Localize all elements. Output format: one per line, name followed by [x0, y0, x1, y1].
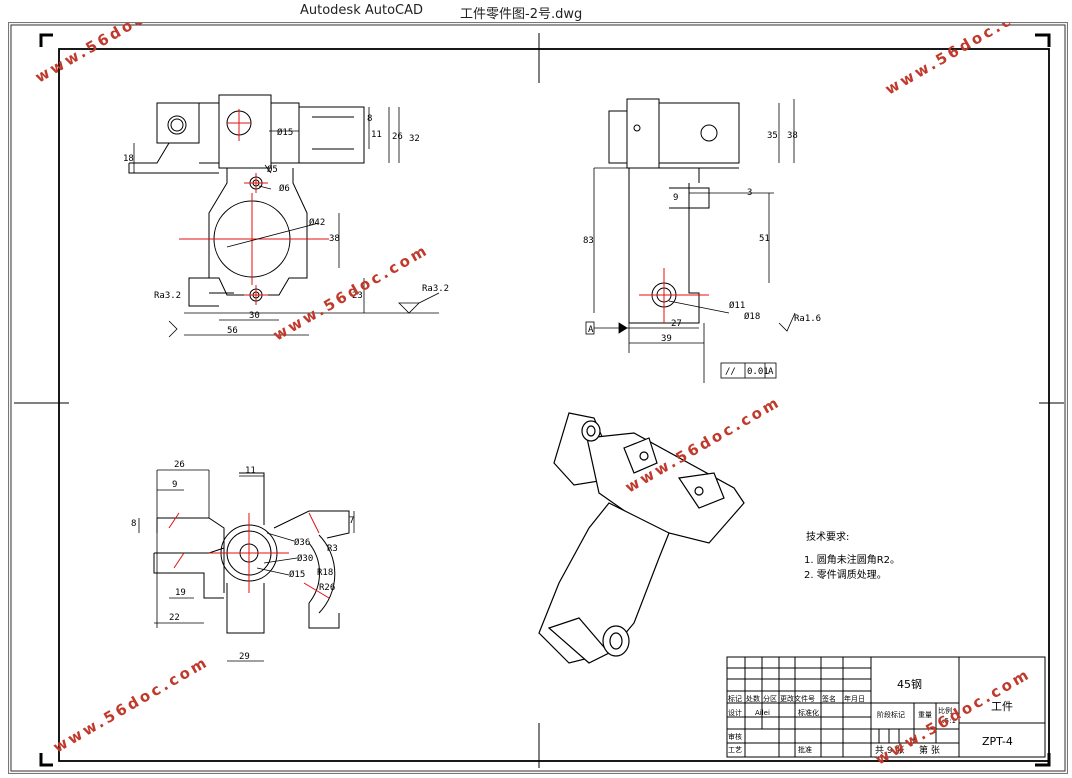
sheet-number: 第 张: [919, 744, 940, 756]
dim-label: Ø36: [294, 537, 310, 548]
dim-label: 32: [409, 134, 420, 144]
dim-label: 38: [787, 131, 798, 141]
side-view-centerlines: [639, 268, 709, 323]
sheet-outer-border: [10, 24, 1066, 772]
dim-label: 18: [123, 154, 134, 164]
dim-label: 22: [169, 613, 180, 623]
dim-label: 29: [239, 652, 250, 662]
front-view-dims: Ø15 8 11 26 32 18 Ø5 Ø6 Ø42 38 23 30 56 …: [123, 114, 449, 336]
sheet-inner-border: [58, 48, 1050, 762]
dim-label: Ø5: [267, 164, 278, 175]
dim-label: 26: [392, 132, 403, 142]
dim-label: Ø42: [309, 217, 325, 228]
dim-label: 11: [245, 466, 256, 476]
isometric-view: [538, 412, 745, 664]
tolerance-value: 0.01: [747, 367, 769, 377]
dim-label: 30: [249, 311, 260, 321]
drawing-viewport[interactable]: Ø15 8 11 26 32 18 Ø5 Ø6 Ø42 38 23 30 56 …: [8, 22, 1068, 774]
corner-marks: [39, 33, 1051, 767]
side-view-dims: 35 38 9 3 83 51 Ø11 Ø18 27 39 Ra1.6 A //…: [583, 131, 821, 377]
top-view-dims: 26 9 11 8 7 Ø36 Ø30 Ø15 R3 R18 R26 19 22…: [131, 460, 354, 662]
tolerance-symbol: //: [725, 367, 736, 377]
row-label: 标记: [728, 694, 742, 703]
front-view-centerlines: [179, 109, 329, 305]
datum-label: A: [588, 325, 594, 335]
dim-label: 39: [661, 334, 672, 344]
design-label: 设计: [728, 708, 742, 717]
center-marks: [14, 33, 1064, 768]
dim-label: Ø18: [744, 311, 760, 322]
dim-label: 19: [175, 588, 186, 598]
tech-req-item: 2. 零件调质处理。: [804, 569, 887, 581]
dim-label: 35: [767, 131, 778, 141]
top-view-dim-lines: [138, 469, 355, 662]
dim-label: 51: [759, 234, 770, 244]
dim-label: Ø6: [279, 183, 290, 194]
dim-label: Ø15: [289, 569, 305, 580]
tech-req-title: 技术要求:: [806, 530, 849, 543]
dim-label: R3: [327, 544, 338, 554]
dim-label: Ø11: [729, 300, 745, 311]
tolerance-datum: A: [768, 367, 774, 377]
dim-label: Ø15: [277, 127, 293, 138]
row-label: 分区: [763, 694, 777, 703]
app-title: Autodesk AutoCAD: [300, 3, 424, 18]
material: 45钢: [897, 678, 922, 691]
row-label: 年月日: [844, 694, 865, 703]
front-view-dim-lines: [133, 107, 440, 338]
scale-label: 比例: [938, 706, 952, 715]
title-block: [726, 656, 1046, 758]
tech-req-item: 1. 圆角未注圆角R2。: [804, 553, 900, 566]
dim-label: 26: [174, 460, 185, 470]
dim-label: 56: [227, 326, 238, 336]
dim-label: 83: [583, 236, 594, 246]
roughness-label: Ra3.2: [422, 284, 449, 294]
scale-value: 1.5:1: [938, 717, 956, 725]
dim-label: Ø30: [297, 553, 313, 564]
dim-label: 38: [329, 234, 340, 244]
weight-label: 重量: [918, 711, 932, 719]
roughness-label: Ra3.2: [154, 291, 181, 301]
row-label: 更改文件号: [780, 694, 815, 703]
part-name: 工件: [991, 700, 1013, 713]
dim-label: 8: [131, 519, 136, 529]
dim-label: 3: [747, 188, 752, 198]
side-view: [608, 98, 740, 324]
process-label: 工艺: [728, 746, 742, 754]
side-view-dim-lines: [585, 99, 796, 383]
dim-label: 9: [673, 193, 678, 203]
stage-mark-label: 阶段标记: [877, 710, 905, 719]
top-view-centerlines: [168, 512, 330, 599]
drawing-canvas[interactable]: Ø15 8 11 26 32 18 Ø5 Ø6 Ø42 38 23 30 56 …: [9, 23, 1067, 773]
window-titlebar: Autodesk AutoCAD 工件零件图-2号.dwg: [0, 0, 1072, 22]
dim-label: 23: [352, 291, 363, 301]
dim-label: R26: [319, 583, 335, 593]
approve-label: 批准: [798, 745, 812, 754]
dim-label: 11: [371, 130, 382, 140]
row-label: 处数: [746, 694, 760, 703]
review-label: 审核: [728, 732, 742, 741]
dim-label: 9: [172, 480, 177, 490]
tech-requirements: 技术要求: 1. 圆角未注圆角R2。 2. 零件调质处理。: [804, 530, 900, 581]
sheet-count: 共 9 张: [875, 745, 904, 756]
standardize-label: 标准化: [798, 708, 819, 717]
drawing-number: ZPT-4: [982, 735, 1013, 748]
roughness-label: Ra1.6: [794, 314, 821, 324]
row-label: 签名: [822, 694, 836, 703]
dim-label: 27: [671, 319, 682, 329]
dim-label: 7: [349, 516, 354, 526]
designer-name: Ailei: [755, 709, 770, 717]
dim-label: R18: [317, 568, 333, 578]
title-block-text: 45钢 工件 ZPT-4 标记 处数 分区 更改文件号 签名 年月日 设计 Ai…: [728, 678, 1013, 756]
dim-label: 8: [367, 114, 372, 124]
file-title: 工件零件图-2号.dwg: [460, 7, 583, 22]
